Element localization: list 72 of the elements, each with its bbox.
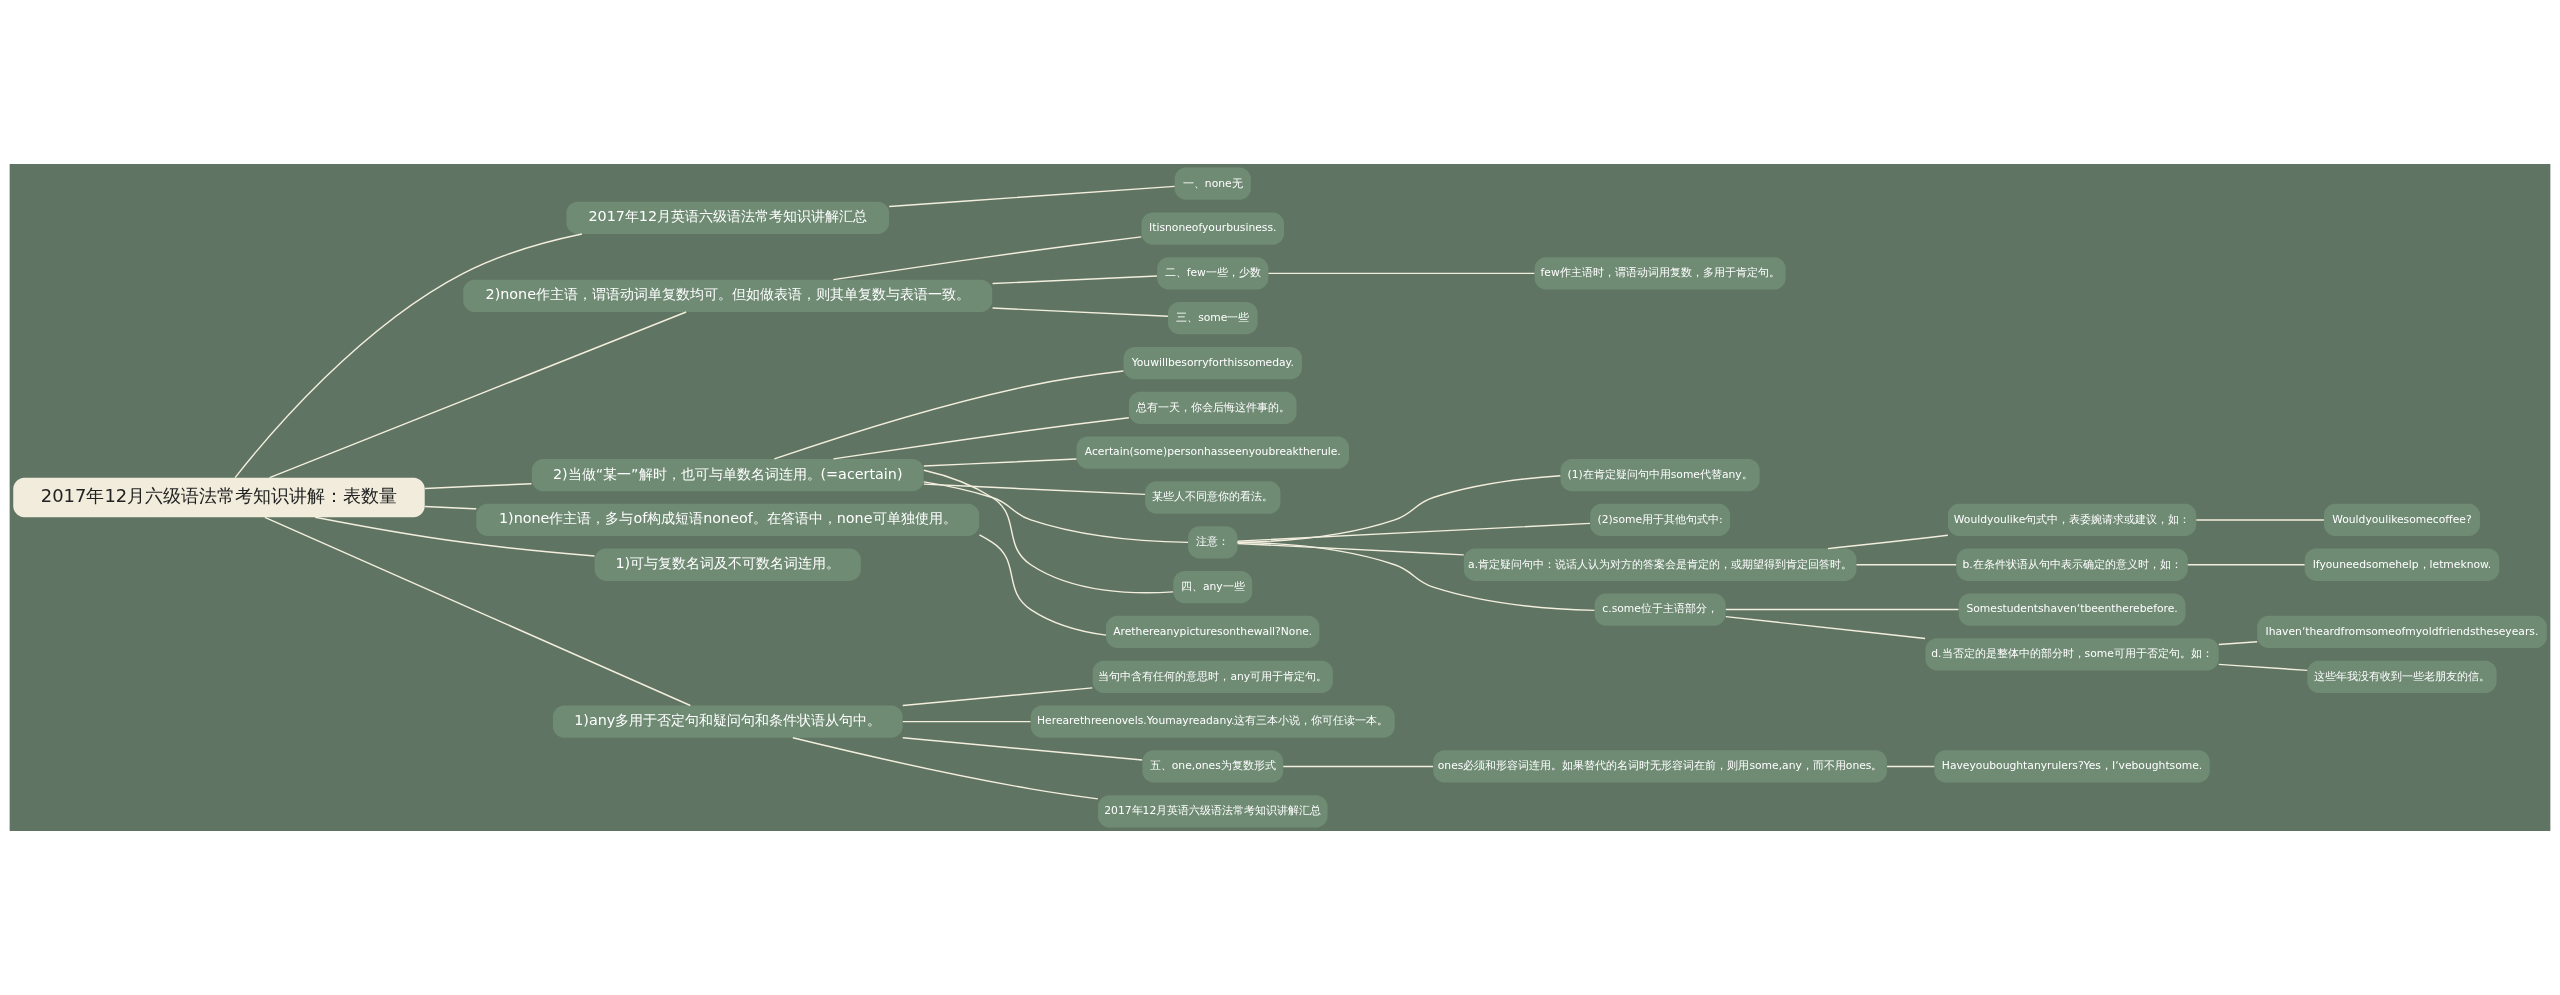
node-box: Ifyouneedsomehelp，letmeknow. [2304, 548, 2500, 581]
node-box: 总有一天，你会后悔这件事的。 [1128, 391, 1297, 424]
node-box: c.some位于主语部分， [1594, 593, 1726, 626]
connector [424, 483, 533, 490]
connector [832, 236, 1142, 281]
connector [1725, 615, 1926, 640]
node-box: 某些人不同意你的看法。 [1145, 481, 1281, 514]
node-box: 2017年12月六级语法常考知识讲解：表数量 [13, 477, 425, 518]
connector [1282, 765, 1434, 768]
node-box: (2)some用于其他句式中: [1590, 503, 1731, 537]
node-box: 三、some一些 [1167, 302, 1258, 335]
node-box: Itisnoneofyourbusiness. [1141, 212, 1285, 245]
connector [1267, 272, 1536, 275]
node-box: 2)none作主语，谓语动词单复数均可。但如做表语，则其单复数与表语一致。 [463, 279, 993, 312]
connector [991, 307, 1169, 317]
node-box: 2017年12月英语六级语法常考知识讲解汇总 [1098, 795, 1328, 828]
connector [792, 737, 1099, 800]
connector [2195, 519, 2325, 521]
connector [773, 370, 1125, 460]
node-box: Wouldyoulike句式中，表委婉请求或建议，如： [1947, 503, 2197, 537]
connector [1236, 542, 1465, 556]
node-box: 2)当做“某一”解时，也可与单数名词连用。(=acertain) [531, 458, 924, 492]
connector [314, 516, 596, 557]
connector [923, 469, 1174, 594]
connector [234, 233, 583, 479]
node-box: Haveyouboughtanyrulers?Yes，I‘veboughtsome. [1934, 750, 2210, 783]
connector [991, 275, 1158, 285]
node-box: 1)可与复数名词及不可数名词连用。 [594, 548, 861, 581]
node-box: a.肯定疑问句中：说话人认为对方的答案会是肯定的，或期望得到肯定回答时。 [1463, 548, 1857, 581]
node-box: 当句中含有任何的意思时，any可用于肯定句。 [1092, 660, 1333, 693]
connector [2187, 564, 2306, 566]
connector [923, 483, 1146, 496]
connector [978, 534, 1107, 636]
node-box: Somestudentshaven‘tbeentherebefore. [1958, 593, 2186, 626]
connector [1236, 522, 1591, 542]
node-box: few作主语时，谓语动词用复数，多用于肯定句。 [1534, 257, 1786, 290]
node-box: 1)none作主语，多与of构成短语noneof。在答语中，none可单独使用。 [476, 503, 980, 537]
node-box: Wouldyoulikesomecoffee? [2324, 503, 2480, 537]
connector [902, 720, 1032, 723]
node-box: Acertain(some)personhasseenyoubreaktherule. [1076, 436, 1350, 469]
node-box: 二、few一些，少数 [1157, 257, 1269, 290]
node-box: Herearethreenovels.Youmayreadany.这有三本小说，你可任读一本。 [1030, 705, 1395, 738]
connector [923, 481, 1189, 544]
node-box: b.在条件状语从句中表示确定的意义时，如： [1956, 548, 2188, 581]
connector [2218, 641, 2258, 646]
node-box: 四、any一些 [1173, 571, 1253, 604]
node-box: Arethereanypicturesonthewall?None. [1106, 615, 1320, 649]
node-box: Ihaven‘theardfromsomeofmyoldfriendstheseyears. [2257, 615, 2547, 649]
connector [1886, 765, 1936, 768]
node-box: 一、none无 [1174, 167, 1251, 200]
node-box: 1)any多用于否定句和疑问句和条件状语从句中。 [552, 705, 903, 738]
connector [832, 416, 1130, 460]
connector [2218, 663, 2308, 672]
node-box: Youwillbesorryforthissomeday. [1123, 346, 1302, 380]
connector [902, 687, 1094, 707]
connector [888, 185, 1176, 208]
connector [264, 516, 692, 707]
connector [1725, 608, 1960, 611]
node-box: 这些年我没有收到一些老朋友的信。 [2307, 660, 2497, 693]
connector [424, 505, 477, 510]
node-box: ones必须和形容词连用。如果替代的名词时无形容词在前，则用some,any，而不用ones。 [1433, 750, 1887, 783]
node-box: 注意： [1188, 526, 1238, 559]
connector [1827, 534, 1949, 550]
connector [1855, 564, 1957, 566]
node-box: 2017年12月英语六级语法常考知识讲解汇总 [566, 201, 890, 234]
node-box: 五、one,ones为复数形式 [1142, 750, 1284, 783]
connector [902, 737, 1143, 761]
connector [268, 311, 687, 479]
node-box: (1)在肯定疑问句中用some代替any。 [1560, 458, 1760, 492]
connector [923, 458, 1078, 467]
node-box: d.当否定的是整体中的部分时，some可用于否定句。如： [1925, 638, 2219, 671]
connector [1236, 541, 1596, 612]
